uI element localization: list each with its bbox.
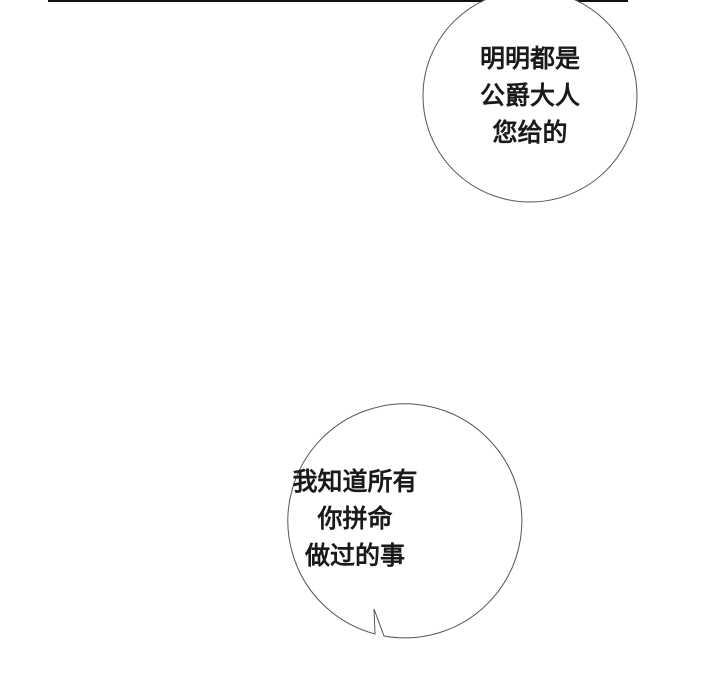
bubble-line: 做过的事 xyxy=(304,541,405,570)
speech-bubble-1-text: 明明都是 公爵大人 您给的 xyxy=(430,40,630,151)
bubble-line: 公爵大人 xyxy=(479,81,580,110)
bubble-line: 你拼命 xyxy=(317,504,393,533)
bubble-line: 我知道所有 xyxy=(292,467,418,496)
speech-bubble-2 xyxy=(287,403,523,639)
speech-bubble-1 xyxy=(422,0,638,203)
panel-border-line xyxy=(48,0,628,2)
bubble-line: 明明都是 xyxy=(479,44,580,73)
bubble-line: 您给的 xyxy=(492,118,568,147)
speech-bubble-2-text: 我知道所有 你拼命 做过的事 xyxy=(255,463,455,574)
